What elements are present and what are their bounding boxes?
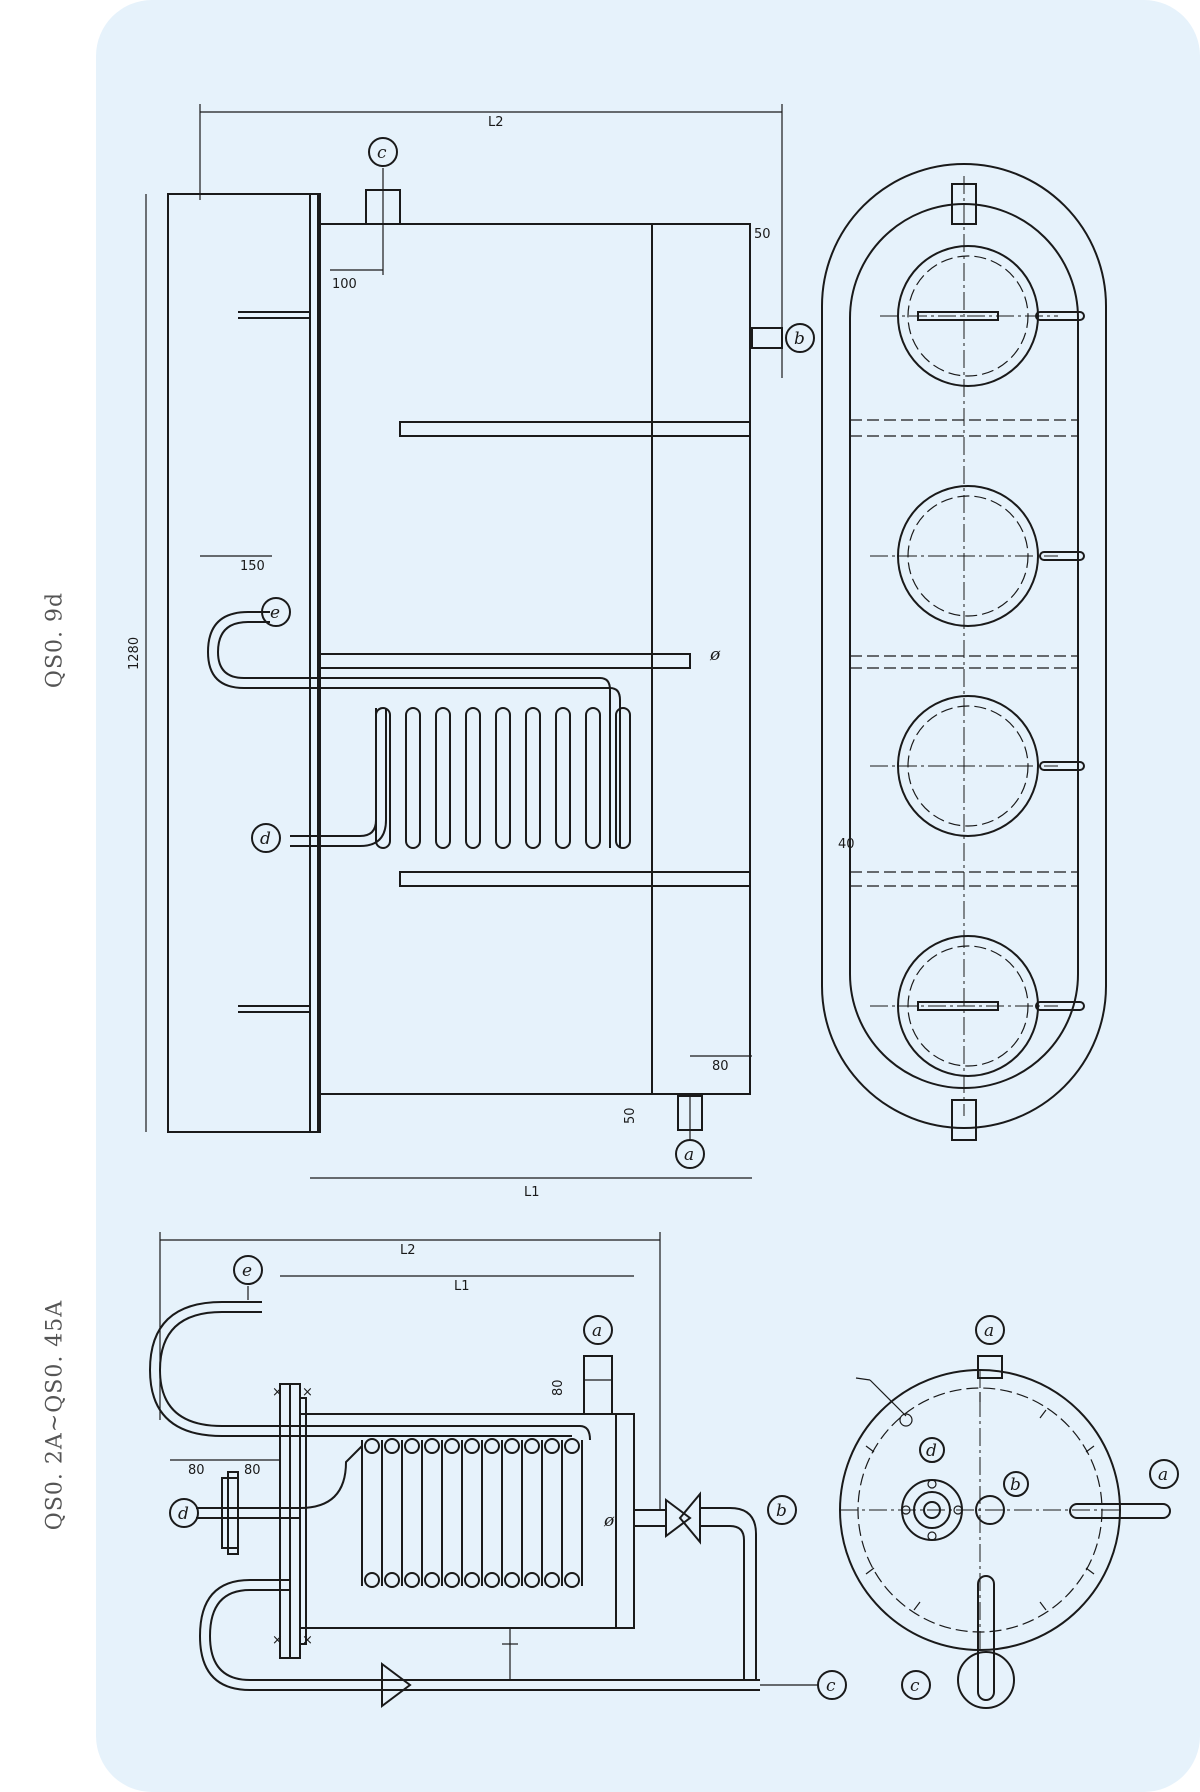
plan-port-c: [957, 1651, 1015, 1709]
obround-outer: [821, 163, 1107, 1129]
tag-circle-e: [261, 597, 291, 627]
svg-text:b: b: [794, 329, 805, 349]
svg-text:L1: L1: [454, 1279, 470, 1294]
phi-mark: ø: [709, 645, 721, 665]
top-plate: [167, 193, 319, 1133]
svg-text:d: d: [178, 1504, 189, 1524]
tag-circle-c: [368, 137, 398, 167]
pipe-return: [198, 1579, 760, 1691]
svg-text:a: a: [592, 1321, 602, 1341]
svg-text:×: ×: [302, 1633, 313, 1648]
pipe-e-bottom: [158, 1311, 591, 1441]
manhole-4: [870, 935, 1085, 1077]
svg-text:d: d: [926, 1441, 937, 1461]
nozzle-a-bottom: [583, 1355, 613, 1415]
top-side-view: ø c b a e: [127, 104, 855, 1200]
baffle-lower: [399, 871, 751, 887]
manhole-1: [880, 245, 1085, 387]
tag-circle-a-bottom: [583, 1315, 613, 1345]
svg-text:L2: L2: [400, 1243, 416, 1258]
tag-circle-b-bottom: [767, 1495, 797, 1525]
svg-text:50: 50: [623, 1107, 638, 1124]
pipe-d: [290, 708, 377, 837]
vessel-body: [299, 1413, 635, 1629]
svg-text:ø: ø: [603, 1511, 615, 1531]
tag-circle-b: [785, 323, 815, 353]
svg-text:×: ×: [272, 1385, 283, 1400]
coil-rows: [361, 1438, 583, 1588]
top-plan-view: [821, 163, 1107, 1141]
tag-circle-d: [251, 823, 281, 853]
plan-nozzle-bottom: [951, 1099, 977, 1141]
baffle-middle: [319, 653, 691, 669]
obround-inner: [849, 203, 1079, 1089]
bottom-side-view: × × × ×: [148, 1232, 847, 1708]
svg-text:b: b: [776, 1501, 787, 1521]
svg-text:a: a: [1158, 1465, 1168, 1485]
svg-text:40: 40: [838, 837, 855, 852]
svg-text:80: 80: [244, 1463, 261, 1478]
svg-text:e: e: [270, 603, 280, 623]
manhole-3: [870, 695, 1085, 837]
svg-text:100: 100: [332, 277, 357, 292]
plan-nozzle-a-top: [977, 1355, 1003, 1379]
svg-text:50: 50: [754, 227, 771, 242]
arrow-return: [381, 1662, 412, 1708]
pipe-e: [206, 611, 621, 848]
bottom-plan-view: a d b a c: [839, 1315, 1179, 1709]
svg-text:c: c: [826, 1676, 836, 1696]
plan-port-b: [975, 1495, 1005, 1525]
svg-text:d: d: [260, 829, 271, 849]
coil-tubes: [375, 707, 631, 849]
svg-text:c: c: [377, 143, 387, 163]
svg-text:80: 80: [551, 1379, 566, 1396]
svg-text:×: ×: [272, 1633, 283, 1648]
svg-text:e: e: [242, 1261, 252, 1281]
svg-text:L1: L1: [524, 1185, 540, 1200]
plan-pipe-a-right: [1069, 1503, 1171, 1519]
svg-text:c: c: [910, 1676, 920, 1696]
svg-text:1280: 1280: [127, 637, 142, 670]
svg-text:a: a: [684, 1145, 694, 1165]
manhole-2: [870, 485, 1085, 627]
svg-text:80: 80: [188, 1463, 205, 1478]
plan-nozzle-top: [951, 183, 977, 225]
svg-text:80: 80: [712, 1059, 729, 1074]
baffle-upper: [399, 421, 751, 437]
nozzle-b: [751, 327, 783, 349]
tank-body: [319, 223, 751, 1095]
plan-ticks: [865, 1392, 1095, 1611]
d-flange: [221, 1477, 239, 1549]
svg-text:b: b: [1010, 1475, 1021, 1495]
valve-b: [665, 1498, 692, 1538]
svg-text:×: ×: [302, 1385, 313, 1400]
svg-text:L2: L2: [488, 115, 504, 130]
tag-circle-a: [675, 1139, 705, 1169]
svg-text:a: a: [984, 1321, 994, 1341]
tag-circle-e-bottom: [233, 1255, 263, 1285]
svg-text:150: 150: [240, 559, 265, 574]
tag-circle-d-bottom: [169, 1498, 199, 1528]
